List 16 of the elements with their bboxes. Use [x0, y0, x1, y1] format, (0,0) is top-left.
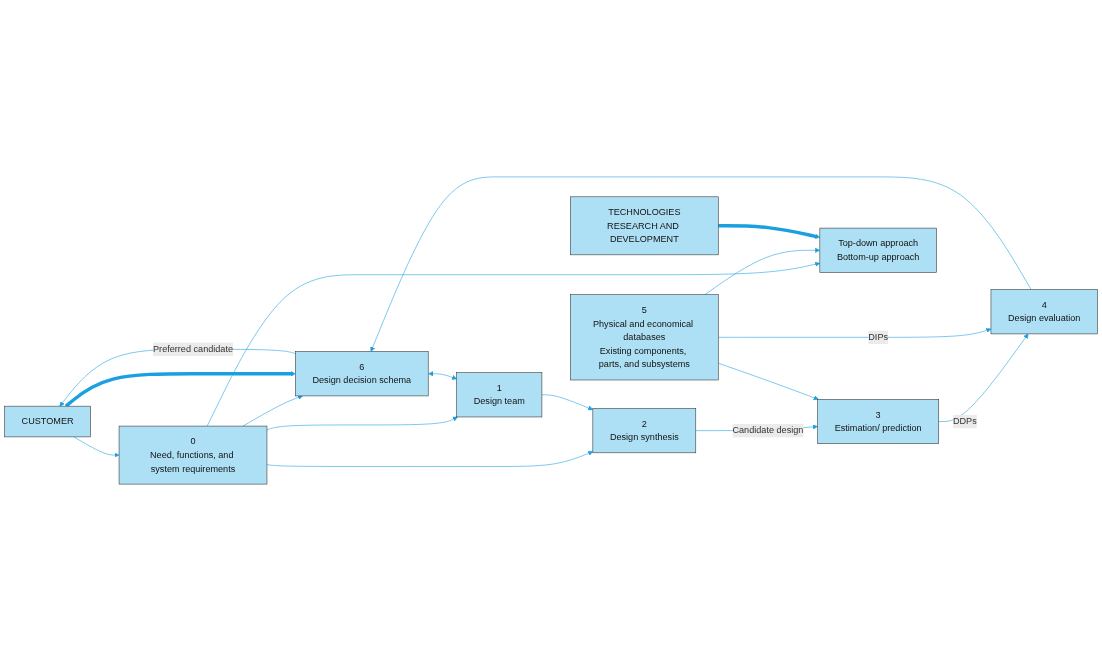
node-box: 2 Design synthesis [592, 408, 697, 454]
arrow [64, 371, 296, 408]
edge-label: Preferred candidate [153, 344, 233, 354]
node-box: CUSTOMER [4, 405, 91, 438]
node-box: 6 Design decision schema [295, 351, 429, 397]
node-box: TECHNOLOGIES RESEARCH AND DEVELOPMENT [570, 196, 719, 256]
node-box: 4 Design evaluation [990, 289, 1098, 335]
edge-label: DDPs [952, 416, 977, 427]
node-box: Top-down approach Bottom-up approach [819, 227, 937, 273]
node-box: 1 Design team [456, 372, 543, 418]
edge-label: Candidate design [732, 425, 804, 436]
node-box: 5 Physical and economical databases Existing components, parts, and subsystems [570, 294, 719, 381]
edge-label: DIPs [868, 332, 889, 342]
node-box: 0 Need, functions, and system requirements [118, 425, 268, 485]
arrow [718, 224, 821, 239]
node-box: 3 Estimation/ prediction [817, 399, 939, 444]
